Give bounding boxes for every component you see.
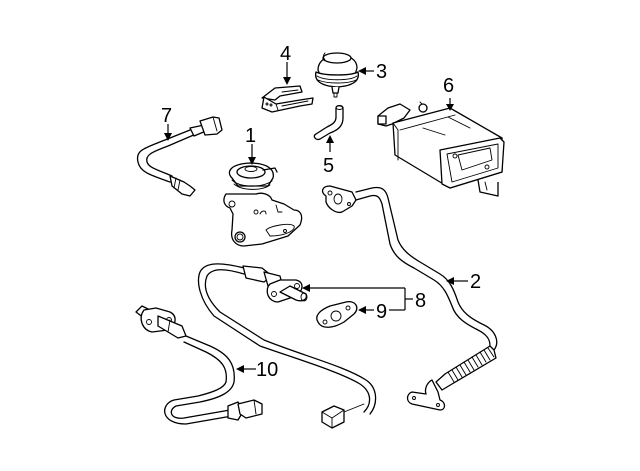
callout-label-2: 2 [470, 271, 481, 293]
callout-label-1: 1 [245, 125, 256, 147]
part-oxygen-sensor-downstream[interactable] [135, 305, 263, 425]
callout-label-8: 8 [415, 290, 426, 312]
callout-label-3: 3 [376, 61, 387, 83]
callout-4: 4 [280, 43, 291, 85]
callout-2: 2 [446, 271, 481, 293]
callout-label-7: 7 [161, 105, 172, 127]
callout-9: 9 [358, 301, 405, 323]
part-egr-pipe[interactable] [321, 185, 498, 411]
callout-6: 6 [443, 75, 454, 111]
part-vacuum-modulator[interactable] [314, 52, 360, 98]
callout-label-5: 5 [323, 155, 334, 177]
callout-label-9: 9 [376, 301, 387, 323]
callout-7: 7 [161, 105, 172, 141]
part-vapor-canister[interactable] [377, 101, 505, 197]
callout-8: 8 [302, 284, 426, 312]
callout-3: 3 [358, 61, 387, 83]
part-egr-valve[interactable] [223, 162, 303, 247]
callout-1: 1 [245, 125, 256, 165]
callout-label-10: 10 [256, 359, 278, 381]
part-bracket[interactable] [261, 85, 314, 113]
callout-10: 10 [236, 359, 278, 381]
callout-label-6: 6 [443, 75, 454, 97]
callout-label-4: 4 [280, 43, 291, 65]
part-temperature-sensor[interactable] [136, 116, 223, 197]
part-oxygen-sensor-upstream[interactable] [197, 263, 377, 429]
part-vacuum-hose[interactable] [313, 105, 344, 141]
callout-5: 5 [323, 135, 334, 177]
part-gasket[interactable] [316, 301, 358, 328]
